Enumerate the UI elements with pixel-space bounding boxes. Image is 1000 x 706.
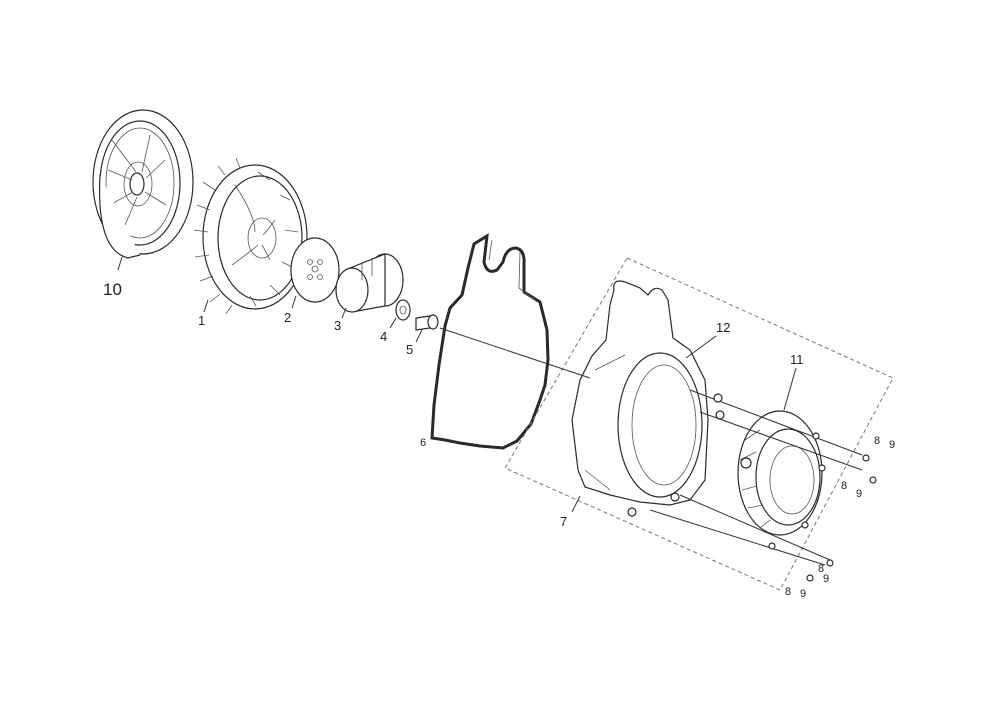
- part-washer: [395, 299, 411, 321]
- callout-7: 7: [560, 514, 567, 529]
- callout-1: 1: [198, 313, 205, 328]
- callout-9-c: 9: [823, 573, 829, 585]
- leader-7: [571, 495, 581, 513]
- callout-2: 2: [284, 310, 291, 325]
- callout-9-d: 9: [800, 588, 806, 600]
- leader-12: [685, 335, 717, 359]
- callout-12: 12: [716, 320, 730, 335]
- callout-5: 5: [406, 342, 413, 357]
- callout-8-b: 8: [841, 480, 847, 492]
- callout-9-b: 9: [856, 488, 862, 500]
- callout-10: 10: [103, 280, 122, 299]
- part-recoil-starter: [737, 410, 823, 536]
- part-cup: [335, 253, 404, 313]
- callout-8-c: 8: [818, 563, 824, 575]
- leader-4: [389, 317, 397, 329]
- leader-2: [291, 295, 297, 309]
- callout-3: 3: [334, 318, 341, 333]
- callout-9-a: 9: [889, 439, 895, 451]
- leader-1: [203, 299, 209, 313]
- part-plate: [290, 237, 340, 303]
- assembly-outline: [504, 257, 894, 591]
- part-housing: [571, 280, 709, 506]
- part-gasket: [430, 233, 550, 450]
- part-bolts: [627, 393, 877, 582]
- part-flywheel: [92, 109, 194, 259]
- callout-6: 6: [420, 437, 426, 449]
- leader-10: [117, 256, 123, 271]
- leader-3: [341, 307, 347, 319]
- leader-5: [415, 329, 423, 343]
- callout-8-a: 8: [874, 435, 880, 447]
- leader-11: [783, 367, 797, 411]
- callout-11: 11: [790, 352, 804, 367]
- callout-8-d: 8: [785, 586, 791, 598]
- part-nut: [415, 314, 439, 331]
- callout-4: 4: [380, 329, 387, 344]
- part-fan: [193, 157, 308, 315]
